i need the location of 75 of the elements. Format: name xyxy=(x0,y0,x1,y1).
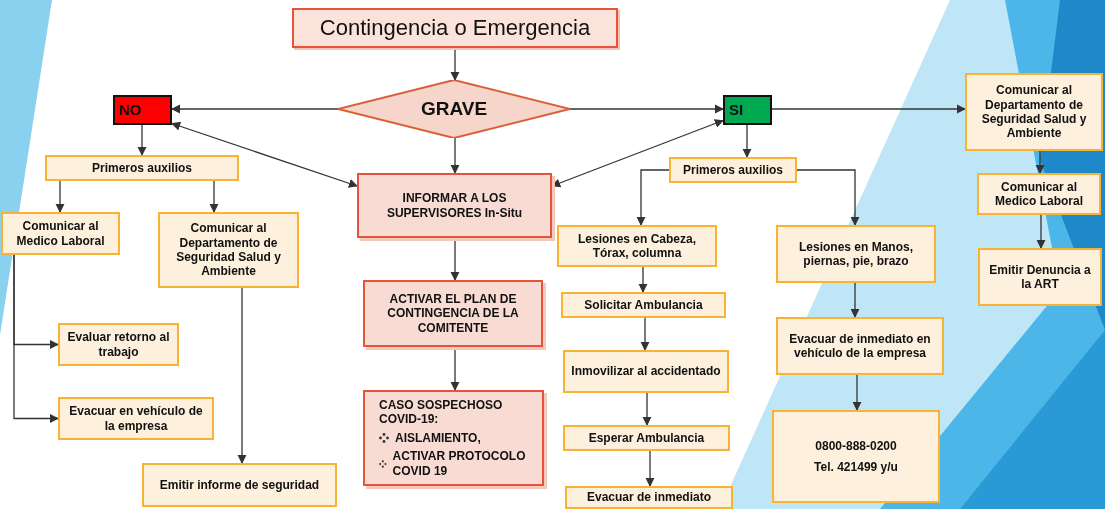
node-text: Comunicar al Departamento de Seguridad Salud y Ambiente xyxy=(980,83,1088,141)
process-box xyxy=(45,155,239,181)
process-box xyxy=(58,397,214,440)
node-text: CASO SOSPECHOSO COVID-19: xyxy=(379,398,504,427)
node-text: Evaluar retorno al trabajo xyxy=(66,330,171,359)
connector-arrow xyxy=(852,374,862,411)
connector-arrow xyxy=(137,124,147,156)
node-text: SI xyxy=(729,101,744,119)
connector-arrow xyxy=(450,47,460,81)
node-text: Inmovilizar al accidentado xyxy=(571,364,721,379)
node-text: Primeros auxilios xyxy=(91,160,192,176)
connector-arrow xyxy=(850,282,860,318)
node-text: Comunicar al Medico Laboral xyxy=(994,179,1084,209)
connector-arrow xyxy=(55,180,65,213)
process-box xyxy=(158,212,299,288)
process-box xyxy=(978,248,1102,306)
connector-arrow xyxy=(636,169,670,226)
node-text: Contingencia o Emergencia xyxy=(319,14,591,42)
node-text: ACTIVAR EL PLAN DE CONTINGENCIA DE LA COMITENTE xyxy=(386,291,520,336)
connector-arrow xyxy=(171,121,358,188)
node-text: Emitir informe de seguridad xyxy=(159,477,320,493)
decision-diamond xyxy=(338,80,570,138)
connector-arrow xyxy=(638,266,648,293)
node-text: Tel. 421499 y/u xyxy=(814,459,898,474)
process-box xyxy=(563,350,729,393)
node-text: Esperar Ambulancia xyxy=(588,430,705,446)
connector-arrow xyxy=(742,124,752,158)
node-text: Evacuar de inmediato en vehículo de la empresa xyxy=(788,331,932,361)
node-text: ACTIVAR PROTOCOLO COVID 19 xyxy=(392,449,527,478)
node-text: Solicitar Ambulancia xyxy=(584,297,703,313)
process-box xyxy=(772,410,940,503)
connector-arrow xyxy=(569,104,724,114)
process-box xyxy=(776,225,936,283)
node-text: Lesiones en Cabeza, Tórax, columna xyxy=(576,231,697,261)
process-box xyxy=(357,173,552,238)
connector-arrow xyxy=(13,254,59,424)
connector-arrow xyxy=(237,287,247,464)
process-box xyxy=(363,390,544,486)
connector-arrow xyxy=(171,104,339,114)
node-text: INFORMAR A LOS SUPERVISORES In-Situ xyxy=(385,191,524,220)
title-box xyxy=(292,8,618,48)
process-box xyxy=(669,157,797,183)
node-text: Primeros auxilios xyxy=(682,162,783,178)
process-box xyxy=(363,280,543,347)
connector-arrow xyxy=(796,169,860,226)
connector-arrow xyxy=(1035,150,1045,174)
process-box xyxy=(776,317,944,375)
node-text: Evacuar de inmediato xyxy=(586,490,711,505)
node-text: NO xyxy=(119,101,142,119)
connector-arrow xyxy=(645,450,655,487)
connector-arrow xyxy=(642,392,652,426)
decision-outcome-box xyxy=(113,95,172,125)
node-text: Comunicar al Departamento de Seguridad Salud y Ambiente xyxy=(175,221,282,279)
connector-arrow xyxy=(450,137,460,174)
process-box xyxy=(563,425,730,451)
connector-arrow xyxy=(640,317,650,351)
connector-arrow xyxy=(771,104,966,114)
connector-arrow xyxy=(209,180,219,213)
node-text: AISLAMIENTO, xyxy=(395,430,481,446)
process-box xyxy=(1,212,120,255)
node-text: Emitir Denuncia a la ART xyxy=(988,262,1092,292)
node-text: 0800-888-0200 xyxy=(815,439,897,454)
node-text: GRAVE xyxy=(420,97,488,121)
process-box xyxy=(565,486,733,509)
decision-outcome-box xyxy=(723,95,772,125)
node-text: Comunicar al Medico Laboral xyxy=(15,219,106,248)
process-box xyxy=(965,73,1103,151)
connector-arrow xyxy=(1036,214,1046,249)
process-box xyxy=(557,225,717,267)
process-box xyxy=(977,173,1101,215)
node-text: Lesiones en Manos, piernas, pie, brazo xyxy=(798,239,914,269)
node-text: Evacuar en vehículo de la empresa xyxy=(68,404,204,433)
process-box xyxy=(561,292,726,318)
process-box xyxy=(142,463,337,507)
process-box xyxy=(58,323,179,366)
